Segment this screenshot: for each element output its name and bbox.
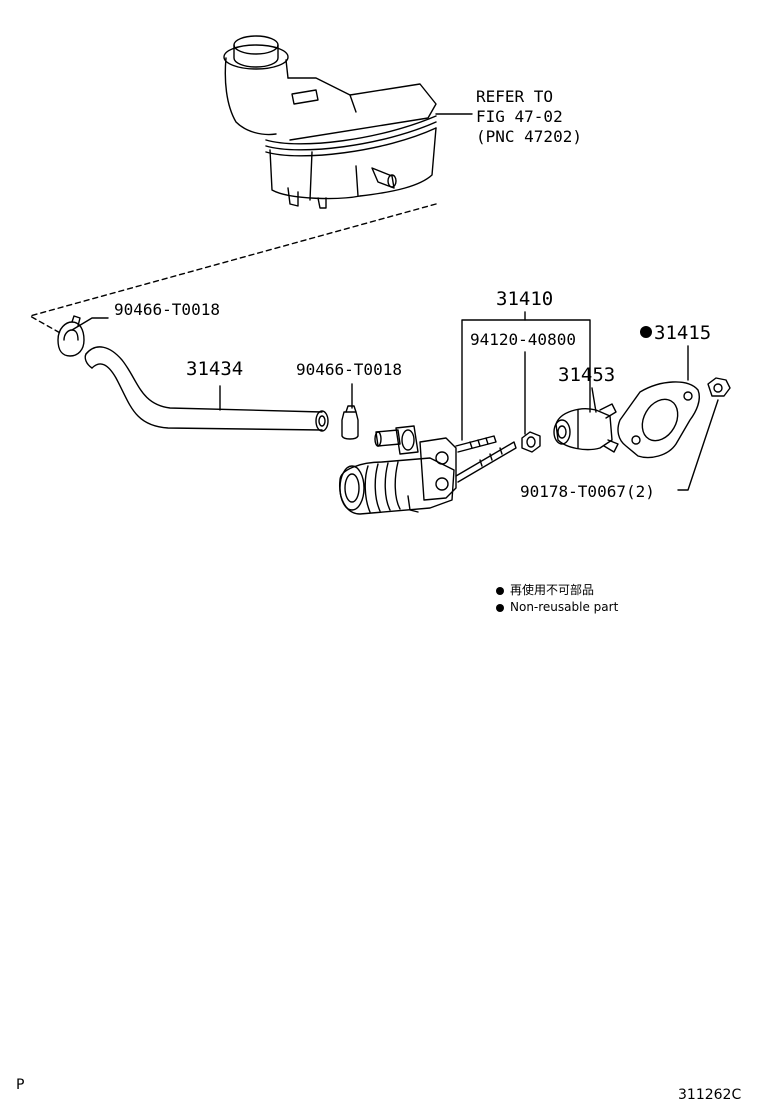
boot-drawing: [553, 403, 619, 453]
clamp-top-drawing: [57, 315, 85, 357]
master-cylinder-drawing: [339, 425, 517, 515]
boot-leader: [591, 387, 597, 413]
part-number-hose[interactable]: 31434: [186, 358, 244, 380]
reservoir-tank-drawing: [223, 35, 437, 209]
clamp-mid-drawing: [341, 405, 359, 440]
part-number-gasket[interactable]: 31415: [640, 324, 711, 343]
bolt-leader: [677, 399, 719, 491]
nut-drawing: [521, 431, 541, 453]
legend-dot-icon: [496, 603, 504, 612]
part-number-nut[interactable]: 94120-40800: [470, 330, 576, 349]
part-number-assembly[interactable]: 31410: [496, 288, 554, 310]
part-number-clamp-top[interactable]: 90466-T0018: [114, 300, 220, 319]
legend-japanese: 再使用不可部品: [496, 584, 594, 596]
assembly-bracket: [461, 319, 591, 441]
gasket-drawing: [617, 381, 700, 459]
part-number-boot[interactable]: 31453: [558, 364, 616, 386]
hose-route-dashed-line: [29, 203, 437, 335]
part-number-bolt[interactable]: 90178-T0067(2): [520, 482, 655, 501]
corner-letter: P: [16, 1077, 25, 1093]
reference-note: REFER TO FIG 47-02 (PNC 47202): [476, 87, 582, 146]
legend-english: Non-reusable part: [496, 601, 618, 613]
bolt-drawing: [707, 377, 731, 397]
non-reusable-marker: [640, 326, 652, 338]
part-number-clamp-mid[interactable]: 90466-T0018: [296, 360, 402, 379]
hose-drawing: [84, 346, 329, 432]
figure-code: 311262C: [678, 1087, 742, 1103]
legend-dot-icon: [496, 586, 504, 595]
clamp-top-leader: [71, 317, 109, 331]
